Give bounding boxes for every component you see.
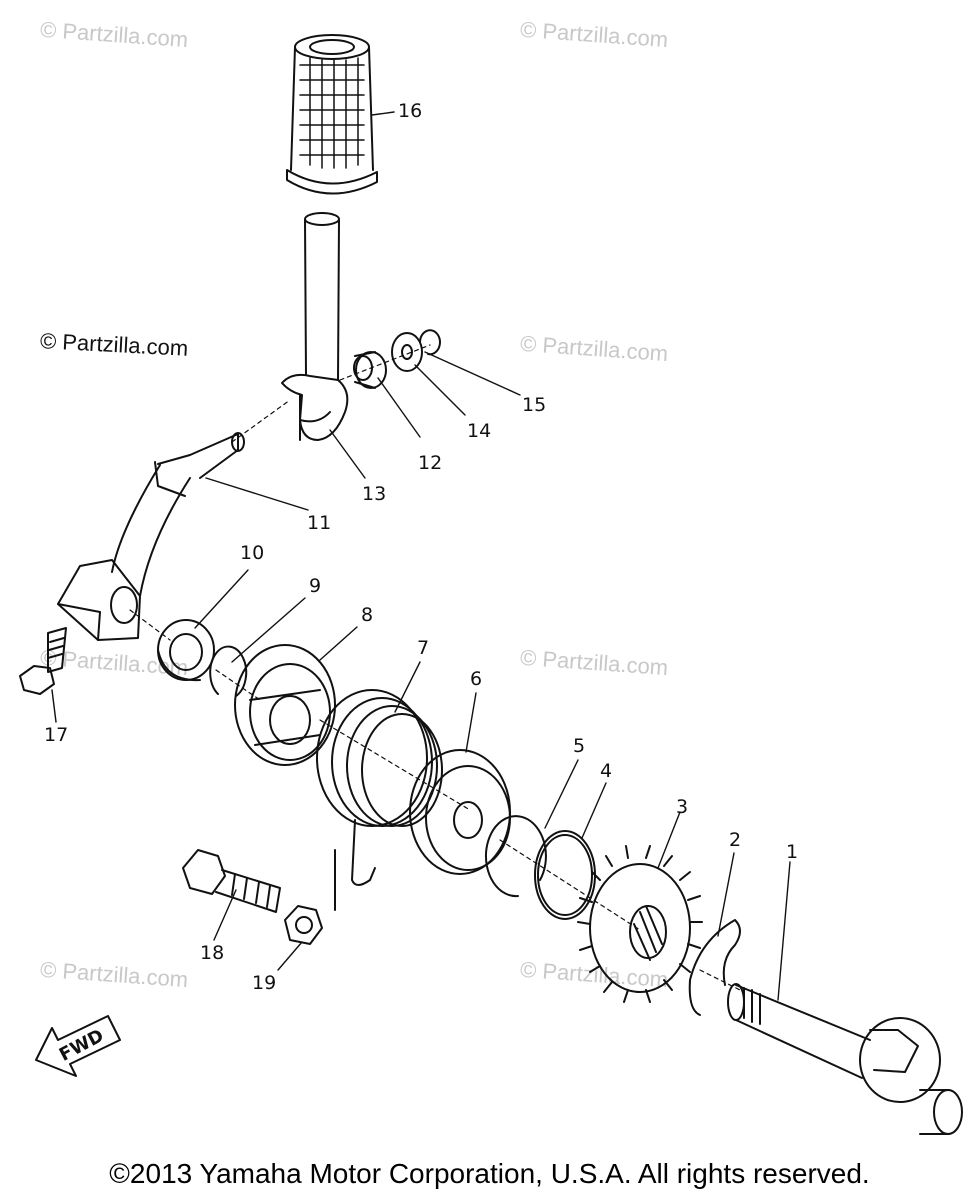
callout-4: 4 [600, 760, 613, 782]
callout-1: 1 [786, 841, 799, 863]
callout-12: 12 [418, 452, 443, 474]
callout-14: 14 [467, 420, 492, 442]
callout-9: 9 [309, 575, 322, 597]
part-4-washer [534, 830, 596, 920]
callout-15: 15 [522, 394, 547, 416]
callout-6: 6 [470, 668, 483, 690]
part-3-kick-gear [577, 845, 703, 1003]
part-2-clip [688, 919, 741, 1016]
part-13-kick-pedal-shaft [281, 212, 349, 441]
part-18-bolt [182, 849, 281, 913]
part-14-washer [391, 332, 423, 372]
part-7-torsion-spring [316, 689, 443, 911]
callout-13: 13 [362, 483, 387, 505]
part-1-kick-axle [727, 983, 963, 1135]
callout-16: 16 [398, 100, 423, 122]
part-17-bolt [19, 627, 67, 695]
part-11-kick-crank [57, 432, 245, 641]
callout-19: 19 [252, 972, 277, 994]
part-9-circlip [209, 645, 248, 697]
callout-7: 7 [417, 637, 430, 659]
part-8-spring-guide [234, 644, 336, 766]
alignment-lines [129, 344, 741, 991]
part-15-circlip [419, 329, 441, 356]
part-10-bearing [157, 619, 215, 682]
part-19-nut [284, 905, 323, 945]
callout-3: 3 [676, 796, 689, 818]
callout-8: 8 [361, 604, 374, 626]
callout-18: 18 [200, 942, 225, 964]
part-6-spring-cover [409, 749, 511, 875]
leader-lines [51, 111, 791, 1001]
callout-2: 2 [729, 829, 742, 851]
part-12-bushing [353, 351, 387, 389]
fwd-arrow-icon [35, 1015, 121, 1077]
callout-10: 10 [240, 542, 265, 564]
part-16-grip [286, 34, 378, 195]
copyright-footer: ©2013 Yamaha Motor Corporation, U.S.A. A… [109, 1158, 870, 1189]
callout-11: 11 [307, 512, 332, 534]
callout-17: 17 [44, 724, 69, 746]
callout-5: 5 [573, 735, 586, 757]
